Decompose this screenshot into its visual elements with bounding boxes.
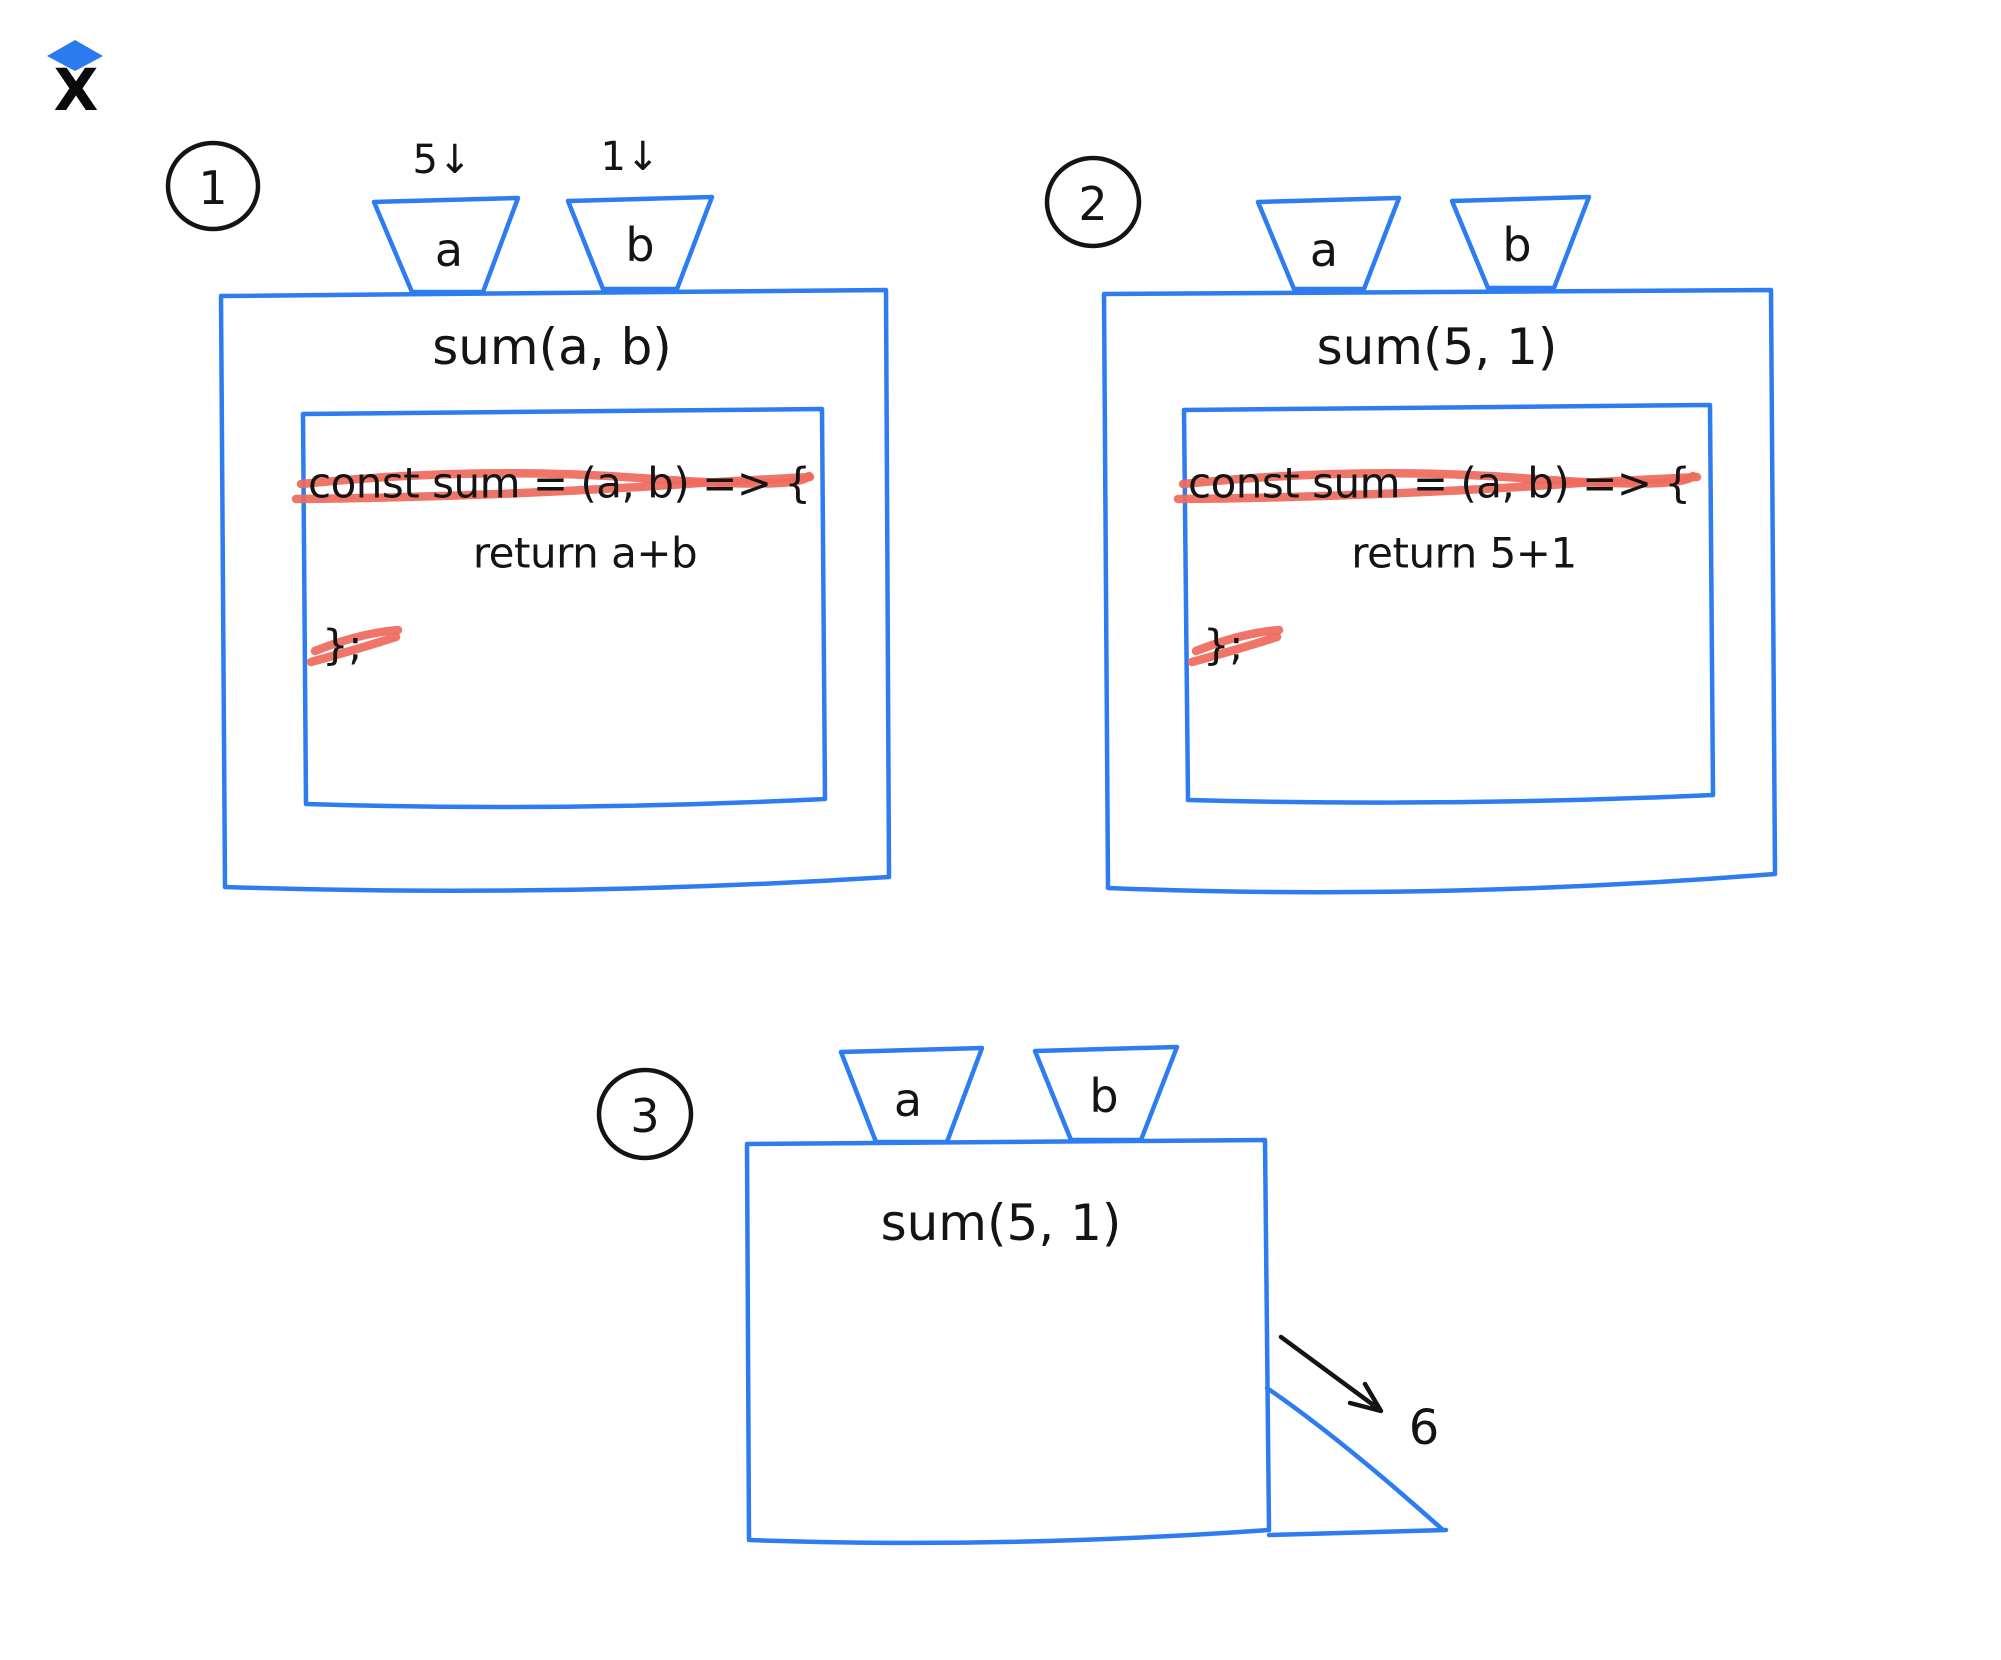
funnel-label-b-3: b	[1089, 1069, 1119, 1123]
step-badge-3: 3	[630, 1089, 660, 1143]
strike-closing-1	[310, 625, 403, 656]
funnel-b-1	[565, 194, 715, 292]
code-declaration-1: const sum = (a, b) => {	[308, 458, 811, 508]
step-badge-1: 1	[198, 161, 228, 215]
funnel-label-a-2: a	[1309, 223, 1339, 277]
argument-value-b-1: 1↓	[600, 134, 660, 180]
output-arrow-icon	[1278, 1334, 1384, 1414]
badge-circle-2	[1044, 155, 1142, 249]
machine-2-inner-box	[1181, 402, 1716, 805]
output-chute-base	[1266, 1527, 1449, 1538]
machine-1-inner-box	[300, 406, 828, 810]
funnel-b-3	[1032, 1044, 1180, 1143]
code-closing-1: };	[322, 620, 362, 670]
funnel-label-b-1: b	[625, 218, 655, 272]
step-badge-2: 2	[1078, 177, 1108, 231]
code-declaration-2: const sum = (a, b) => {	[1188, 458, 1691, 508]
funnel-a-1	[371, 195, 521, 295]
strike-declaration-1b	[291, 472, 815, 504]
funnel-b-2	[1449, 194, 1592, 291]
strike-declaration-2b	[1173, 472, 1702, 504]
machine-title-3: sum(5, 1)	[880, 1194, 1122, 1252]
output-value: 6	[1408, 1400, 1440, 1456]
strike-closing-2b	[1187, 632, 1282, 667]
strike-closing-1b	[306, 632, 401, 667]
badge-circle-3	[596, 1067, 694, 1161]
funnel-label-b-2: b	[1502, 218, 1532, 272]
strike-closing-2	[1191, 625, 1284, 656]
code-body-2: return 5+1	[1351, 528, 1577, 578]
code-body-1: return a+b	[472, 528, 698, 578]
machine-title-2: sum(5, 1)	[1316, 318, 1558, 376]
argument-value-a-1: 5↓	[412, 137, 472, 183]
badge-circle-1	[165, 140, 261, 232]
funnel-a-2	[1255, 195, 1402, 292]
funnel-label-a-3: a	[893, 1073, 923, 1127]
output-chute-hypotenuse	[1264, 1385, 1446, 1533]
code-closing-2: };	[1203, 620, 1243, 670]
logo-diamond-icon	[47, 40, 103, 71]
machine-3-box	[744, 1137, 1272, 1546]
logo-letter: X	[53, 56, 99, 124]
machine-2-outer-box	[1101, 287, 1778, 895]
funnel-a-3	[838, 1045, 985, 1145]
machine-title-1: sum(a, b)	[432, 318, 672, 376]
funnel-label-a-1: a	[434, 223, 464, 277]
machine-1-outer-box	[218, 287, 892, 894]
